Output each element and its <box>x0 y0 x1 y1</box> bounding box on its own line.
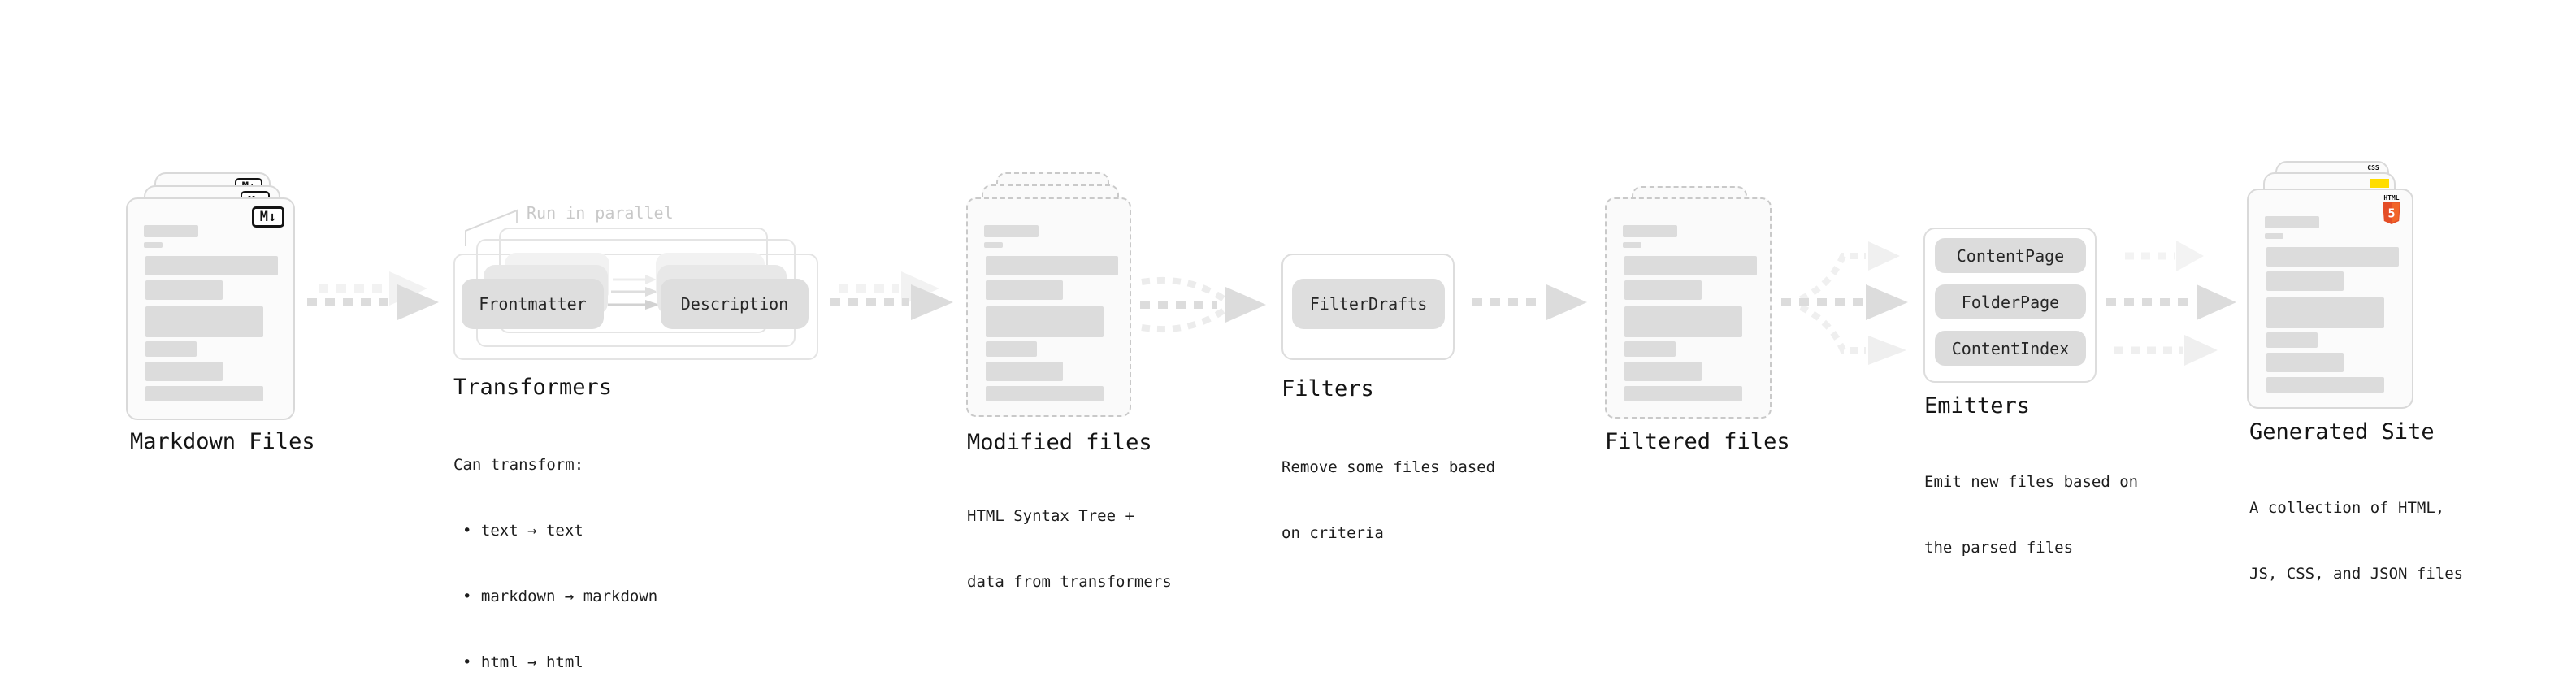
filter-pill-filterdrafts: FilterDrafts <box>1292 279 1445 329</box>
skeleton-line <box>144 242 163 248</box>
transform-bullet: • markdown → markdown <box>462 588 658 605</box>
modified-description: HTML Syntax Tree + data from transformer… <box>967 462 1172 637</box>
css-badge-label: CSS <box>2367 164 2379 171</box>
skeleton-line <box>2265 216 2319 228</box>
markdown-icon: M↓ <box>252 206 284 228</box>
skeleton-line <box>2266 332 2318 348</box>
skeleton-line <box>1624 256 1757 275</box>
arrow-emitters-to-generated <box>2106 241 2236 366</box>
skeleton-line <box>986 256 1118 275</box>
filters-box <box>1281 254 1455 360</box>
skeleton-line <box>1623 225 1677 237</box>
skeleton-line <box>1624 280 1702 300</box>
skeleton-line <box>145 256 278 275</box>
arrow-transformers-to-modified <box>830 271 953 320</box>
generated-description: A collection of HTML, JS, CSS, and JSON … <box>2249 453 2463 629</box>
svg-text:5: 5 <box>2387 206 2395 221</box>
transformers-description: Can transform: • text → text • markdown … <box>453 410 657 681</box>
emitters-description-line: Emit new files based on <box>1924 473 2139 491</box>
run-in-parallel-note: Run in parallel <box>527 203 674 223</box>
emitters-description-line: the parsed files <box>1924 539 2074 557</box>
filtered-file-card <box>1605 197 1772 419</box>
modified-file-card <box>966 197 1131 417</box>
emitter-pill-contentpage: ContentPage <box>1935 238 2086 273</box>
markdown-file-card: M↓ <box>126 197 295 420</box>
skeleton-line <box>2266 377 2384 393</box>
html5-shield: 5 <box>2383 202 2400 224</box>
stage-title-markdown-files: Markdown Files <box>130 429 315 454</box>
skeleton-line <box>145 280 223 300</box>
skeleton-line <box>986 306 1104 337</box>
skeleton-line <box>984 225 1039 237</box>
skeleton-line <box>1624 341 1676 357</box>
arrow-filters-to-filtered <box>1472 284 1587 320</box>
skeleton-line <box>1624 306 1742 337</box>
skeleton-line <box>1623 242 1641 248</box>
skeleton-line <box>986 362 1063 381</box>
skeleton-line <box>2266 271 2344 291</box>
skeleton-line <box>986 280 1063 300</box>
generated-description-line: A collection of HTML, <box>2249 499 2445 517</box>
emitters-box <box>1923 228 2097 383</box>
html5-icon: HTML 5 <box>2382 194 2401 224</box>
arrow-markdown-to-transformers <box>307 271 439 320</box>
skeleton-line <box>986 386 1104 401</box>
stage-title-transformers: Transformers <box>453 375 613 400</box>
html5-badge-label: HTML <box>2383 194 2400 202</box>
filters-description-line: Remove some files based <box>1281 458 1496 476</box>
skeleton-line <box>986 341 1037 357</box>
skeleton-line <box>2266 297 2384 328</box>
skeleton-line <box>1624 362 1702 381</box>
filters-description-line: on criteria <box>1281 524 1384 542</box>
skeleton-line <box>145 386 263 401</box>
js-icon <box>2370 179 2389 188</box>
generated-site-card: HTML 5 <box>2247 189 2413 409</box>
skeleton-line <box>145 341 197 357</box>
stage-title-generated-site: Generated Site <box>2249 419 2435 445</box>
transform-bullet: • html → html <box>462 653 583 671</box>
arrow-modified-to-filters-merge <box>1140 276 1266 333</box>
skeleton-line <box>145 306 263 337</box>
skeleton-line <box>1624 386 1742 401</box>
skeleton-line <box>984 242 1003 248</box>
arrow-filtered-to-emitters-fanout <box>1781 241 1908 365</box>
transformer-card <box>453 254 818 360</box>
modified-description-line: data from transformers <box>967 573 1172 591</box>
markdown-badge-label: M↓ <box>259 209 277 225</box>
modified-description-line: HTML Syntax Tree + <box>967 507 1134 525</box>
generated-description-line: JS, CSS, and JSON files <box>2249 565 2464 583</box>
skeleton-line <box>145 362 223 381</box>
stage-title-emitters: Emitters <box>1924 393 2031 419</box>
transformer-pill-frontmatter: Frontmatter <box>462 279 604 329</box>
stage-title-modified-files: Modified files <box>967 430 1152 455</box>
skeleton-line <box>144 225 198 237</box>
skeleton-line <box>2266 353 2344 372</box>
emitters-description: Emit new files based on the parsed files <box>1924 427 2138 603</box>
emitter-pill-contentindex: ContentIndex <box>1935 331 2086 366</box>
filters-description: Remove some files based on criteria <box>1281 413 1495 588</box>
emitter-pill-folderpage: FolderPage <box>1935 284 2086 319</box>
skeleton-line <box>2265 233 2283 239</box>
transformers-subtitle: Can transform: <box>453 456 584 474</box>
transform-bullet: • text → text <box>462 522 583 540</box>
stage-title-filtered-files: Filtered files <box>1605 429 1790 454</box>
stage-title-filters: Filters <box>1281 376 1374 401</box>
skeleton-line <box>2266 247 2399 267</box>
transformer-pill-description: Description <box>661 279 809 329</box>
